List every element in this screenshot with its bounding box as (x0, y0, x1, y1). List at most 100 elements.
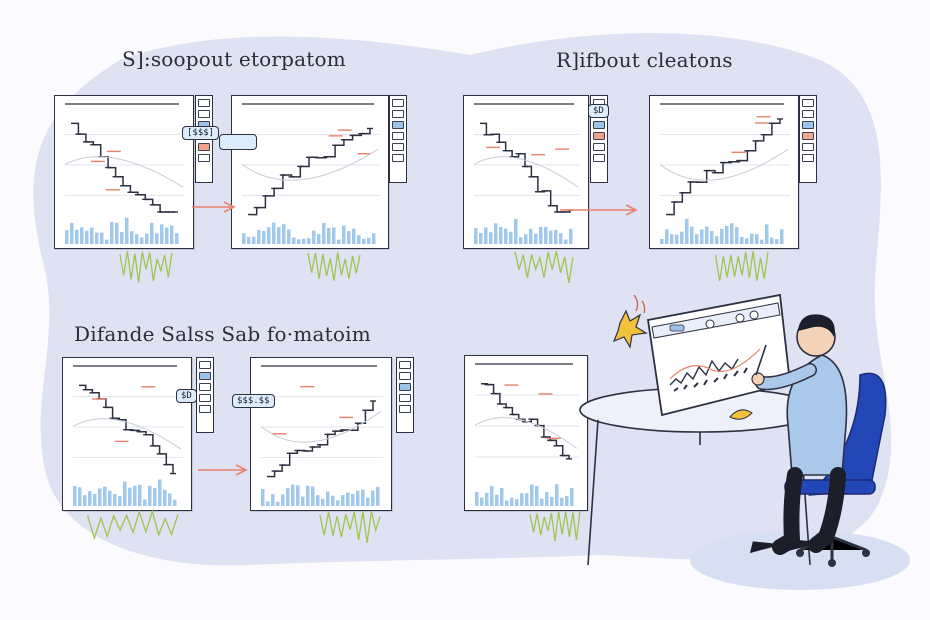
volume-bar (524, 234, 528, 244)
volume-bar (130, 231, 134, 244)
monitor-chart-icon (646, 293, 791, 417)
volume-bar (332, 227, 336, 244)
volume-bar (505, 500, 509, 506)
volume-bar (93, 493, 97, 506)
volume-bar (100, 232, 104, 244)
chart-sidebar (799, 95, 817, 183)
volume-bar (705, 226, 709, 244)
volume-bar (261, 488, 265, 506)
volume-bar (272, 222, 276, 244)
volume-bar (118, 496, 122, 506)
volume-bar (670, 234, 674, 244)
volume-bar (710, 230, 714, 244)
volume-bar (534, 233, 538, 244)
volume-bar (570, 488, 574, 506)
volume-bar (525, 493, 529, 506)
volume-bar (529, 228, 533, 244)
volume-bar (297, 239, 301, 244)
chart-panel-tl-2 (231, 95, 389, 249)
volume-bar (700, 229, 704, 244)
volume-bar (366, 497, 370, 506)
volume-bar (321, 498, 325, 506)
volume-bar (690, 226, 694, 244)
arrow-right-icon (560, 204, 638, 216)
volume-bar (163, 489, 167, 506)
price-line (479, 122, 571, 213)
volume-bar (735, 227, 739, 244)
chart-value-tag: $D (588, 104, 609, 118)
volume-bar (680, 231, 684, 244)
volume-bar (148, 485, 152, 506)
volume-bar (750, 233, 754, 244)
volume-bar (569, 228, 573, 244)
volume-bar (85, 230, 89, 244)
volume-bar (257, 229, 261, 244)
volume-bar (695, 234, 699, 244)
volume-bar (509, 231, 513, 244)
chart-callout-box (219, 134, 257, 150)
heading-bottom-left: Difande Salss Sab fo·matoim (74, 322, 371, 346)
volume-bar (133, 485, 137, 506)
volume-bar (90, 227, 94, 244)
volume-bar (765, 224, 769, 244)
volume-bar (549, 230, 553, 244)
volume-bar (362, 238, 366, 244)
volume-bar (287, 229, 291, 244)
sparkle-icon (612, 294, 648, 349)
volume-bar (277, 227, 281, 244)
volume-bar (519, 237, 523, 244)
volume-bar (540, 498, 544, 506)
volume-bar (514, 218, 518, 244)
volume-bar (489, 232, 493, 244)
volume-bar (103, 486, 107, 506)
volume-bar (367, 237, 371, 244)
volume-bar (160, 224, 164, 244)
volume-bar (675, 234, 679, 244)
volume-bar (242, 233, 246, 244)
volume-bar (105, 239, 109, 244)
volume-bar (95, 232, 99, 244)
volume-bar (564, 239, 568, 244)
volume-bar (307, 238, 311, 244)
volume-bar (371, 490, 375, 506)
chart-panel-bl-2 (250, 357, 392, 511)
volume-bar (336, 500, 340, 506)
volume-bar (296, 485, 300, 506)
volume-bar (115, 222, 119, 244)
volume-bar (715, 236, 719, 244)
chart-panel-tr-1 (463, 95, 589, 249)
volume-bar (480, 497, 484, 506)
volume-bar (282, 224, 286, 244)
volume-bar (775, 239, 779, 244)
volume-bar (755, 234, 759, 244)
volume-bar (98, 488, 102, 506)
volume-bar (530, 484, 534, 506)
volume-bar (494, 223, 498, 244)
volume-bar (128, 487, 132, 506)
volume-bar (252, 236, 256, 244)
volume-bar (78, 487, 82, 506)
volume-bar (83, 495, 87, 506)
volume-bar (75, 229, 79, 244)
volume-bar (346, 492, 350, 506)
volume-bar (312, 230, 316, 244)
volume-bar (341, 495, 345, 506)
volume-bar (510, 497, 514, 506)
volume-bar (322, 222, 326, 244)
volume-bar (356, 490, 360, 506)
volume-bar (545, 492, 549, 506)
volume-bar (484, 227, 488, 244)
chart-panel-bl-1 (62, 357, 192, 511)
volume-bar (317, 233, 321, 244)
volume-bar (155, 233, 159, 244)
chart-sidebar (389, 95, 407, 183)
volume-bar (125, 217, 129, 244)
volume-bar (550, 496, 554, 506)
volume-bar (660, 239, 664, 244)
volume-bar (301, 496, 305, 506)
price-line (70, 122, 175, 213)
volume-bar (70, 222, 74, 244)
volume-bar (80, 227, 84, 244)
volume-bar (286, 488, 290, 506)
volume-bar (88, 491, 92, 506)
